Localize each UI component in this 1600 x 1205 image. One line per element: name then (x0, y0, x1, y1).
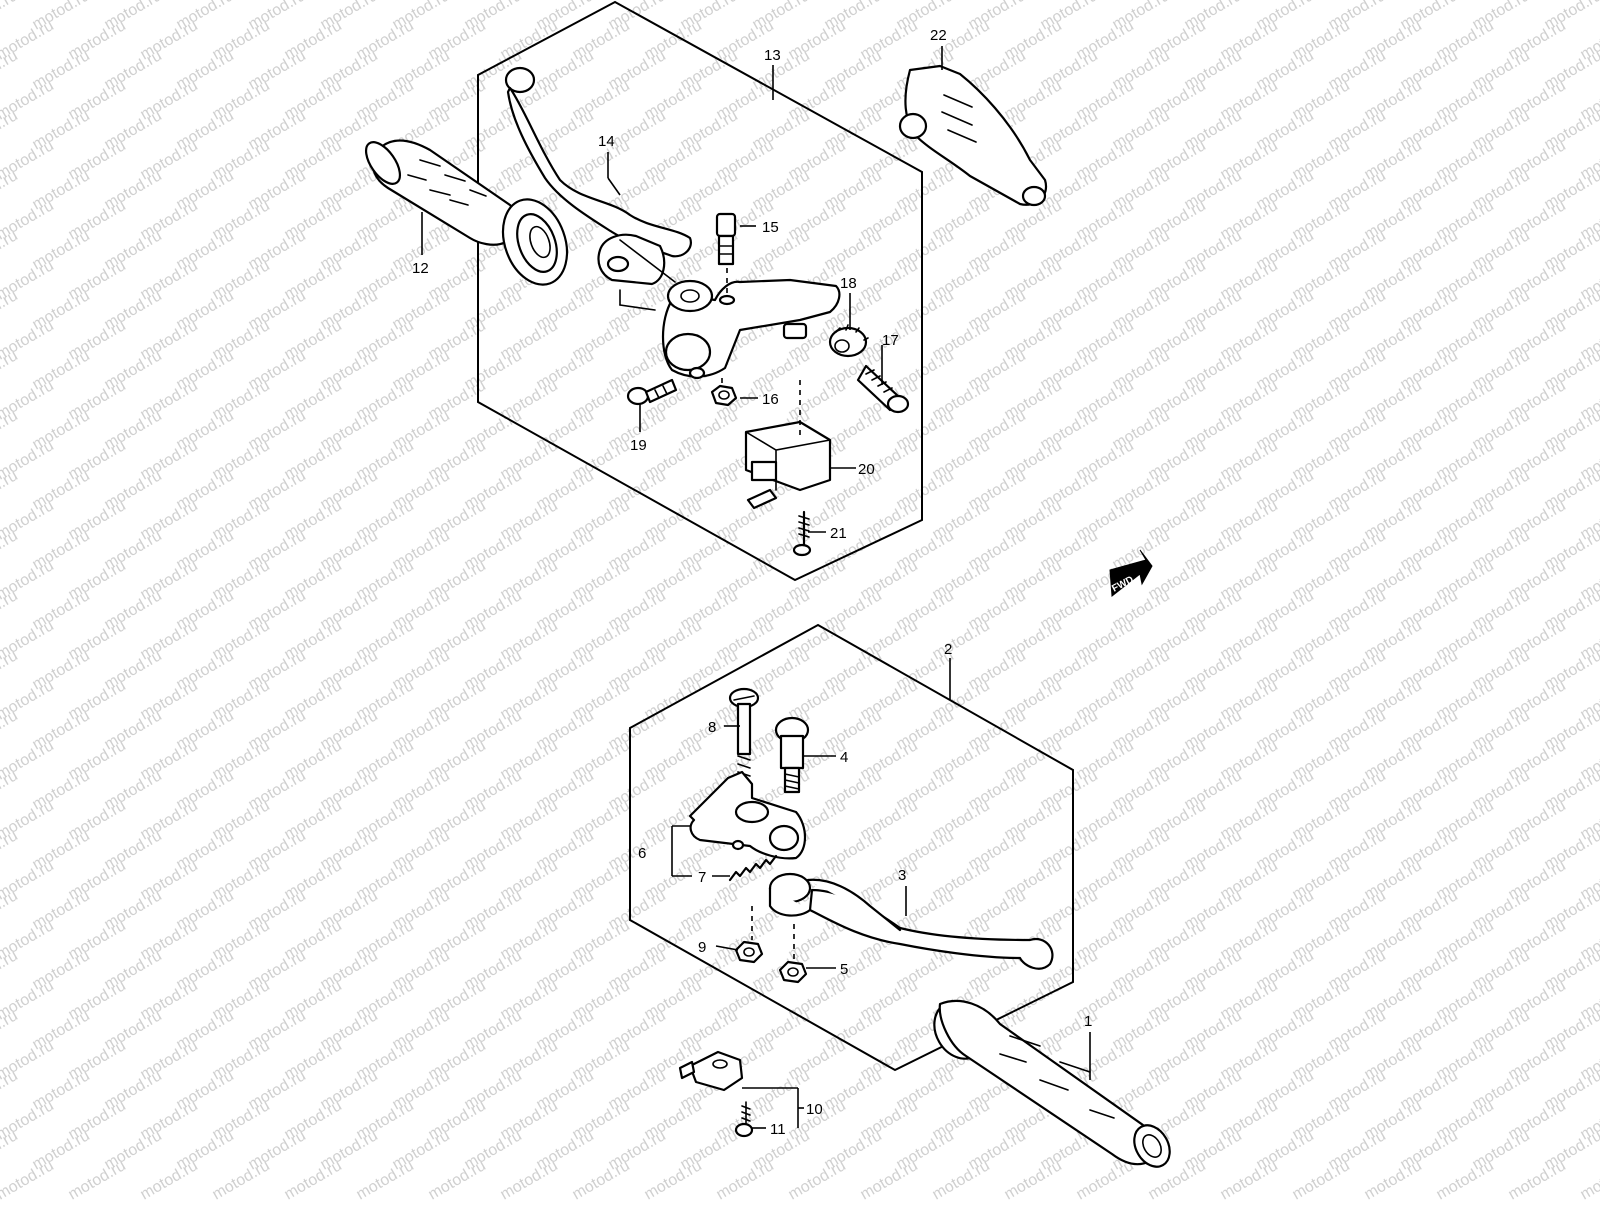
watermark-text: motod.ru (138, 1157, 201, 1200)
watermark-text: motod.ru (210, 1157, 273, 1200)
watermark-text: motod.ru (426, 1157, 489, 1200)
callout-18: 18 (840, 275, 857, 292)
nut-part-16 (712, 378, 736, 405)
callout-22: 22 (930, 27, 947, 44)
callout-14: 14 (598, 133, 615, 150)
callout-21: 21 (830, 525, 847, 542)
callout-9: 9 (698, 939, 706, 956)
callout-17: 17 (882, 332, 899, 349)
watermark-text: motod.ru (282, 1157, 345, 1200)
watermark-text: motod.ru (714, 1157, 777, 1200)
watermark-text: motod.ru (930, 1157, 993, 1200)
watermark-text: motod.ru (0, 1157, 57, 1200)
callout-1: 1 (1084, 1013, 1092, 1030)
watermark-text: motod.ru (786, 1157, 849, 1200)
watermark-text: motod.ru (642, 1157, 705, 1200)
callout-19: 19 (630, 437, 647, 454)
watermark-text: motod.ru (1002, 1157, 1065, 1200)
callout-12: 12 (412, 260, 429, 277)
callout-20: 20 (858, 461, 875, 478)
watermark-text: motod.ru (354, 1157, 417, 1200)
watermark-text: motod.ru (1074, 1157, 1137, 1200)
watermark-text: motod.ru (858, 1157, 921, 1200)
callout-10: 10 (806, 1101, 823, 1118)
watermark-text: motod.ru (1362, 1157, 1425, 1200)
watermark-text: motod.ru (1290, 1157, 1353, 1200)
watermark-text: motod.ru (1506, 1157, 1569, 1200)
callout-13: 13 (764, 47, 781, 64)
callout-7: 7 (698, 869, 706, 886)
callout-2: 2 (944, 641, 952, 658)
callout-5: 5 (840, 961, 848, 978)
callout-11: 11 (770, 1121, 786, 1138)
callout-3: 3 (898, 867, 906, 884)
callout-8: 8 (708, 719, 716, 736)
watermark-text: motod.ru (1434, 1157, 1497, 1200)
callout-4: 4 (840, 749, 848, 766)
watermark-text: motod.ru (0, 0, 21, 33)
watermark-text: motod.ru (498, 1157, 561, 1200)
watermark-text: motod.ru (1218, 1157, 1281, 1200)
watermark-text: motod.ru (570, 1157, 633, 1200)
watermark-text: motod.ru (66, 1157, 129, 1200)
watermark-text: motod.ru (1578, 1157, 1600, 1200)
callout-6: 6 (638, 845, 646, 862)
callout-15: 15 (762, 219, 779, 236)
callout-16: 16 (762, 391, 779, 408)
